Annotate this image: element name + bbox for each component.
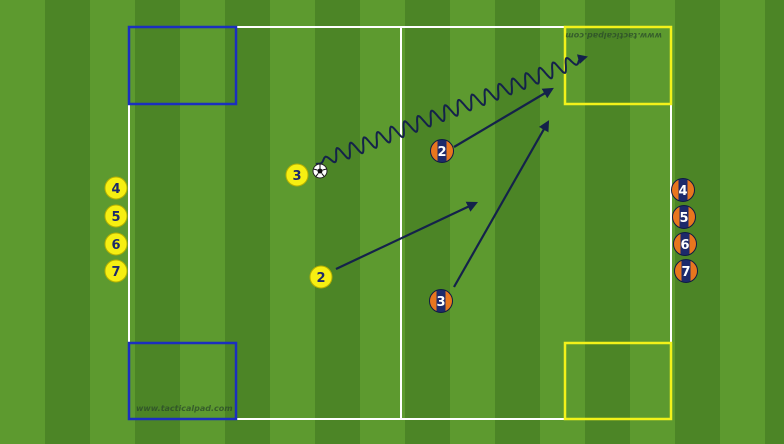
grass-stripe <box>720 0 765 444</box>
player-yellow-2[interactable]: 2 <box>309 265 333 289</box>
watermark-top-right: www.tacticalpad.com <box>565 31 662 40</box>
player-yellow-3[interactable]: 3 <box>285 163 309 187</box>
player-number: 4 <box>678 184 687 199</box>
player-number: 5 <box>111 210 120 225</box>
player-number: 2 <box>437 145 446 160</box>
left-bottom-box <box>127 341 238 421</box>
player-navy-4[interactable]: 4 <box>671 178 695 202</box>
player-navy-5[interactable]: 5 <box>672 205 696 229</box>
grass-stripe <box>495 0 540 444</box>
grass-stripe <box>315 0 360 444</box>
player-number: 6 <box>111 238 120 253</box>
player-yellow-6[interactable]: 6 <box>104 232 128 256</box>
watermark-bottom-left: www.tacticalpad.com <box>136 404 233 413</box>
grass-stripe <box>360 0 405 444</box>
grass-stripe <box>540 0 585 444</box>
player-navy-6[interactable]: 6 <box>673 232 697 256</box>
player-number: 3 <box>292 169 301 184</box>
player-number: 3 <box>436 295 445 310</box>
grass-stripe <box>270 0 315 444</box>
left-top-box <box>127 25 238 106</box>
run-arrow-navy-3 <box>453 120 550 288</box>
grass-stripe <box>765 0 784 444</box>
player-number: 7 <box>111 265 120 280</box>
player-yellow-5[interactable]: 5 <box>104 204 128 228</box>
soccer-ball-icon[interactable] <box>312 163 328 179</box>
run-arrow-navy-2 <box>453 87 554 148</box>
player-number: 2 <box>316 271 325 286</box>
grass-stripe <box>135 0 180 444</box>
grass-stripe <box>450 0 495 444</box>
player-number: 5 <box>679 211 688 226</box>
grass-stripe <box>405 0 450 444</box>
grass-stripe <box>0 0 45 444</box>
player-navy-7[interactable]: 7 <box>674 259 698 283</box>
player-navy-2[interactable]: 2 <box>430 139 454 163</box>
player-yellow-7[interactable]: 7 <box>104 259 128 283</box>
grass-stripe <box>225 0 270 444</box>
grass-stripe <box>585 0 630 444</box>
player-number: 6 <box>680 238 689 253</box>
player-yellow-4[interactable]: 4 <box>104 176 128 200</box>
dribble-arrow <box>315 54 588 165</box>
player-navy-3[interactable]: 3 <box>429 289 453 313</box>
grass-stripe <box>630 0 675 444</box>
player-number: 7 <box>681 265 690 280</box>
grass-stripe <box>45 0 90 444</box>
run-arrow-yellow-2 <box>335 201 478 270</box>
right-bottom-box <box>563 341 673 421</box>
player-number: 4 <box>111 182 120 197</box>
grass-stripe <box>180 0 225 444</box>
